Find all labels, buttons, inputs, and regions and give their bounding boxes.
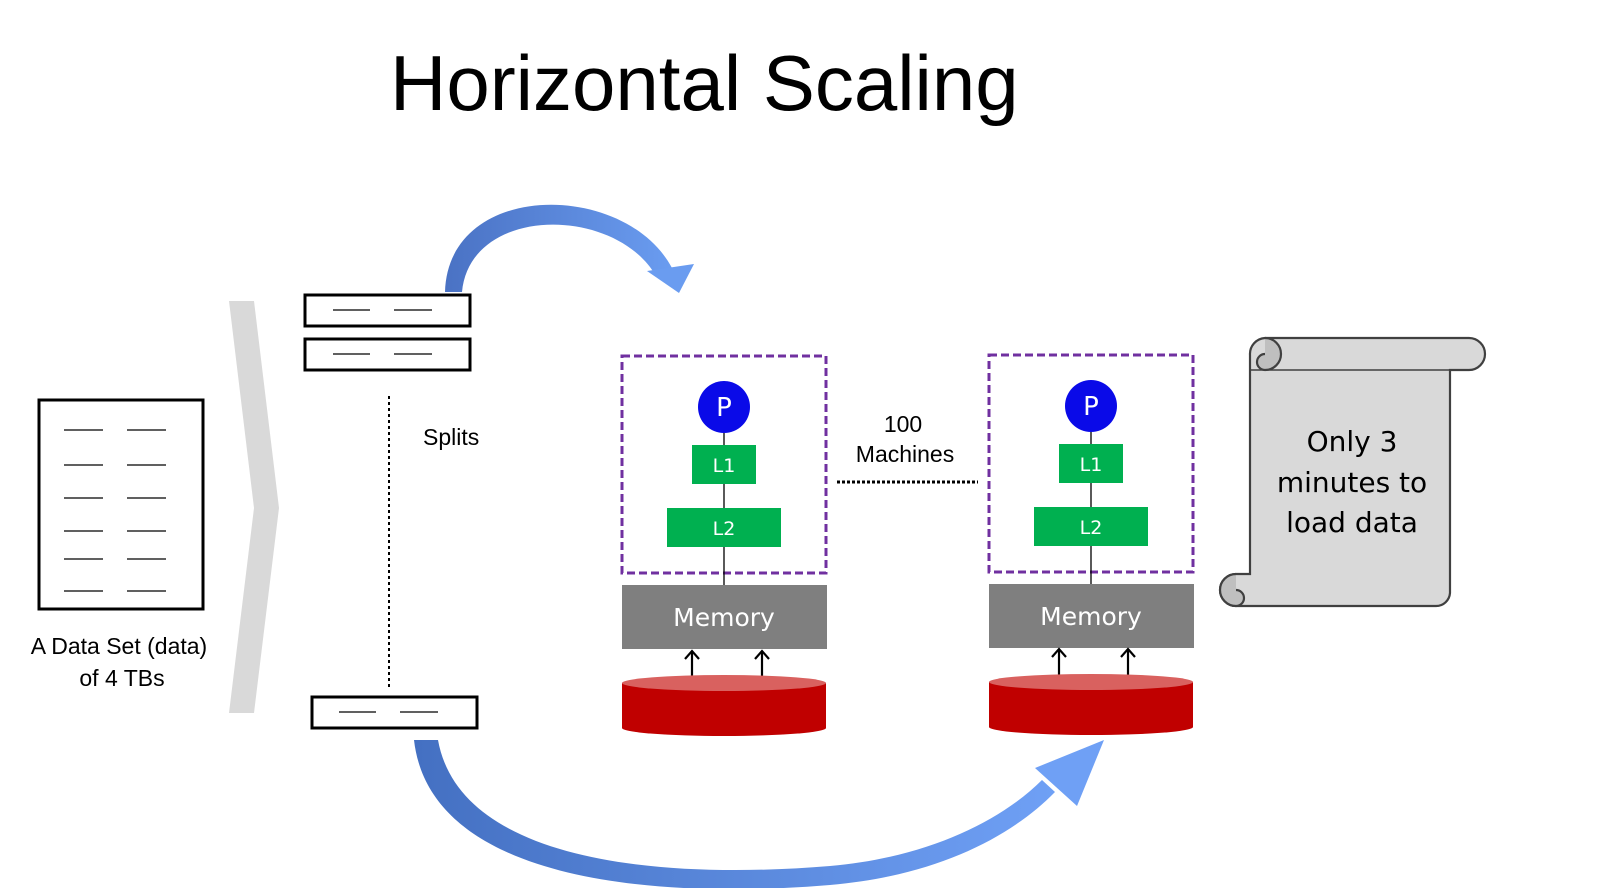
node-2-l2-cache xyxy=(1034,507,1148,546)
node-1-l1-cache xyxy=(692,445,756,484)
node-2-l1-label: L1 xyxy=(1080,454,1103,476)
node-1-disk xyxy=(622,675,826,736)
machines-label: Machines xyxy=(856,441,954,467)
split-block-2 xyxy=(303,337,472,372)
machines-count-label: 100 xyxy=(884,411,922,437)
machine-node-1: P L1 L2 Memory xyxy=(620,354,828,736)
split-block-n xyxy=(310,695,479,730)
dataset-document xyxy=(37,398,205,611)
node-1-memory-label: Memory xyxy=(673,603,775,632)
node-2-memory xyxy=(989,584,1194,648)
scroll-text-line2: minutes to xyxy=(1277,466,1427,499)
dataset-label-line2: of 4 TBs xyxy=(79,665,164,691)
node-1-l2-cache xyxy=(667,508,781,547)
node-2-processor-label: P xyxy=(1083,392,1099,422)
chevron-separator xyxy=(229,301,279,713)
node-2-disk xyxy=(989,674,1193,735)
page-title: Horizontal Scaling xyxy=(390,39,1019,127)
bottom-curved-arrow xyxy=(414,740,1104,888)
node-2-processor xyxy=(1065,380,1117,432)
machine-node-2: P L1 L2 Memory xyxy=(987,353,1195,735)
node-1-l2-label: L2 xyxy=(713,518,736,540)
node-2-l1-cache xyxy=(1059,444,1123,483)
splits-label: Splits xyxy=(423,424,479,450)
dataset-label-line1: A Data Set (data) xyxy=(31,633,207,659)
document-lines xyxy=(64,429,166,592)
node-1-memory xyxy=(622,585,827,649)
node-1-processor xyxy=(698,381,750,433)
node-1-processor-label: P xyxy=(716,393,732,423)
node-1-l1-label: L1 xyxy=(713,455,736,477)
node-2-l2-label: L2 xyxy=(1080,517,1103,539)
top-curved-arrow xyxy=(445,204,694,293)
scroll-shape xyxy=(1218,336,1487,608)
node-2-memory-label: Memory xyxy=(1040,602,1142,631)
scroll-text-line3: load data xyxy=(1286,506,1418,539)
split-block-1 xyxy=(303,293,472,328)
scroll-text-line1: Only 3 xyxy=(1307,425,1398,458)
